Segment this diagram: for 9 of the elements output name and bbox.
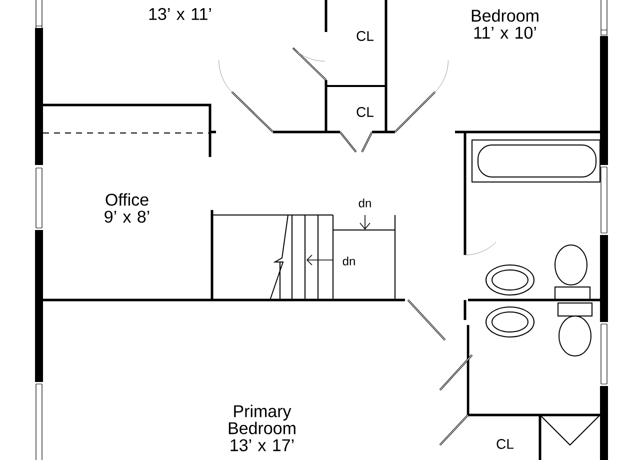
- room-label: Primary Bedroom 13’ x 17’: [228, 404, 296, 452]
- closet-label: CL: [356, 31, 374, 41]
- room-label: 13’ x 11’: [149, 8, 211, 20]
- room-label: Bedroom 11’ x 10’: [472, 9, 538, 39]
- closet-label: CL: [496, 439, 514, 449]
- closet-label: CL: [356, 107, 374, 117]
- room-label: Office 9’ x 8’: [104, 193, 150, 223]
- stair-label: dn: [358, 198, 371, 208]
- stair-label: dn: [342, 256, 355, 266]
